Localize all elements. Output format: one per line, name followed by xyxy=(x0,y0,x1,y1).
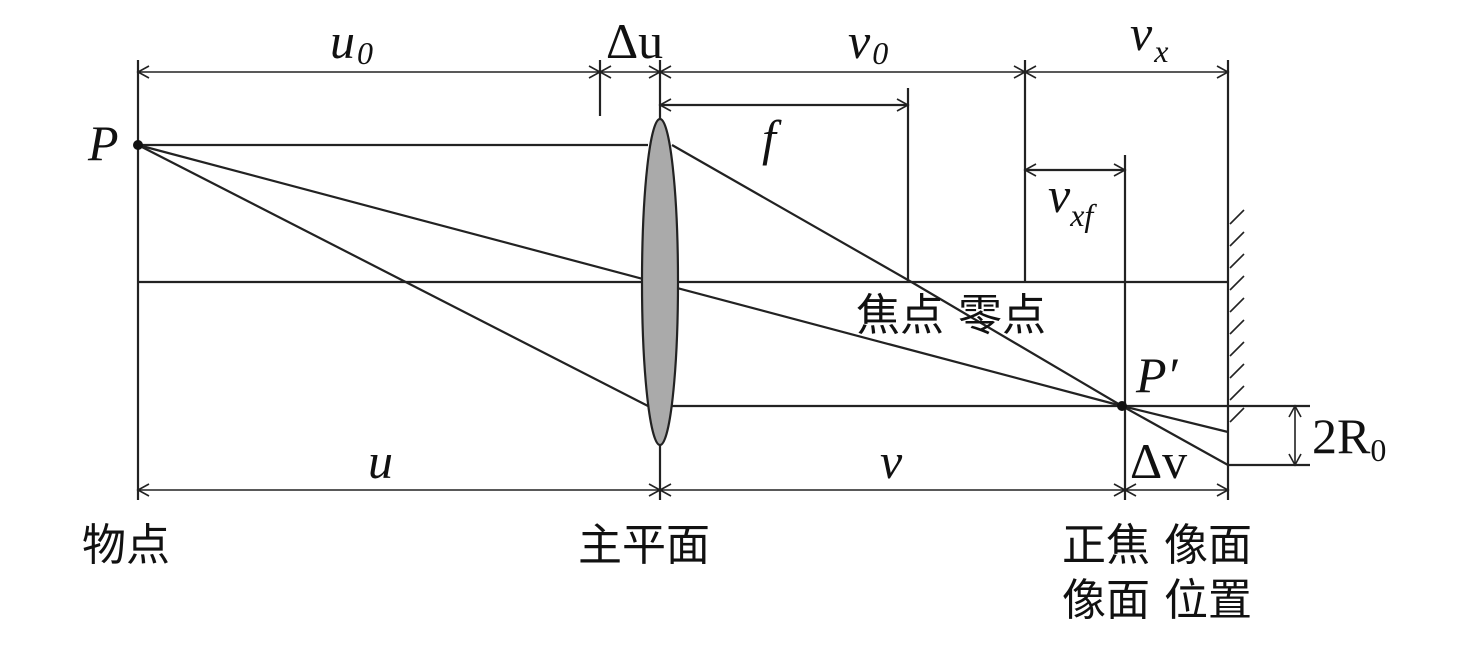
label-u0: u0 xyxy=(330,13,373,71)
hatch-mark xyxy=(1229,363,1245,379)
rays xyxy=(137,143,1310,467)
hatch-mark xyxy=(1229,231,1245,247)
hatch-mark xyxy=(1229,385,1245,401)
hatch-mark xyxy=(1229,209,1245,225)
label-vx: vx xyxy=(1130,5,1168,69)
reference-lines xyxy=(136,60,1230,500)
object-point-P xyxy=(133,140,143,150)
label-f: f xyxy=(762,110,782,166)
label-v: v xyxy=(880,433,903,489)
hatch-mark xyxy=(1229,253,1245,269)
label-focused-image-plane: 正焦 像面 xyxy=(1062,520,1252,571)
label-P: P xyxy=(87,115,119,171)
label-delta-v: Δv xyxy=(1130,433,1187,489)
label-u: u xyxy=(368,433,393,489)
hatch-mark xyxy=(1229,341,1245,357)
hatch-mark xyxy=(1229,297,1245,313)
label-v0: v0 xyxy=(848,13,888,71)
label-focus-zero: 焦点 零点 xyxy=(856,290,1046,341)
label-vxf: vxf xyxy=(1048,167,1097,233)
label-P-prime: P′ xyxy=(1135,347,1179,403)
label-principal-plane: 主平面 xyxy=(578,520,710,571)
hatch-mark xyxy=(1229,275,1245,291)
label-object-point: 物点 xyxy=(82,520,170,571)
image-point-P-prime xyxy=(1117,401,1127,411)
hatch-mark xyxy=(1229,319,1245,335)
lens xyxy=(640,117,680,447)
label-delta-u: Δu xyxy=(606,13,663,69)
hatch-mark xyxy=(1229,407,1245,423)
label-image-plane-position: 像面 位置 xyxy=(1062,575,1252,626)
image-plane-hatching xyxy=(1229,209,1245,423)
label-2R0: 2R0 xyxy=(1312,408,1386,468)
